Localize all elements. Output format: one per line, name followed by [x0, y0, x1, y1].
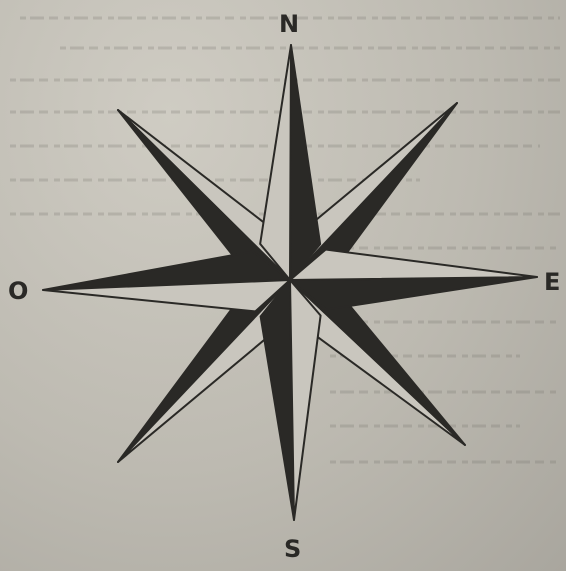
east-label: E [544, 270, 560, 294]
southwest-point-shade-b [118, 280, 290, 462]
east-point-shade-a [290, 277, 537, 310]
north-point-shade-a [290, 45, 320, 280]
south-label: S [284, 537, 301, 561]
north-point-shade-b [260, 45, 291, 280]
south-point-shade-a [261, 280, 294, 520]
northwest-point-shade-b [118, 110, 290, 280]
southeast-point-shade-b [290, 280, 465, 445]
northeast-point-shade-b [290, 103, 457, 280]
east-point-shade-b [290, 250, 537, 280]
south-point-shade-b [290, 280, 321, 520]
north-label: N [279, 12, 299, 36]
west-label: O [8, 279, 28, 303]
